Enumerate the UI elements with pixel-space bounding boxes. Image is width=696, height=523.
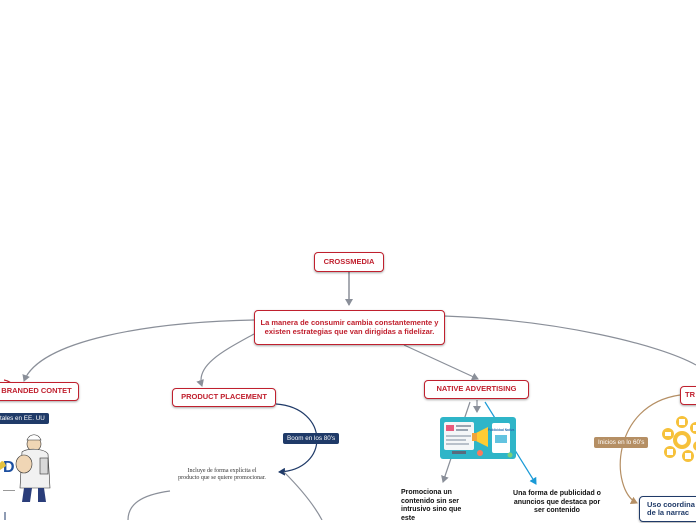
node-transmedia-label: TR [685,390,695,400]
popeye-letter: D [3,459,15,476]
tag-boom-80s-label: Boom en los 80's [287,435,336,442]
node-product-placement-label: PRODUCT PLACEMENT [181,392,267,402]
transmedia-icons-cluster [662,416,696,462]
node-branded-label: BRANDED CONTET [1,386,72,396]
tag-digitales-eeuu-label: tales en EE. UU [0,415,45,422]
link-central-branded [22,319,255,382]
branded-content-popeye-image: D [0,430,54,506]
text-una-forma: Una forma de publicidad o anuncios que d… [512,490,602,516]
link-central-transmedia [443,315,696,366]
tag-boom-80s[interactable]: Boom en los 80's [283,433,340,444]
node-central[interactable]: La manera de consumir cambia constanteme… [254,310,445,345]
tag-inicios-60s[interactable]: Inicios en lo 60's [594,437,649,448]
text-promociona-content: Promociona un contenido sin ser intrusiv… [401,489,462,522]
node-crossmedia[interactable]: CROSSMEDIA [314,252,384,272]
tag-digitales-eeuu[interactable]: tales en EE. UU [0,413,49,424]
node-native-advertising-label: NATIVE ADVERTISING [436,384,517,394]
link-central-native [403,344,479,381]
node-branded-content[interactable]: BRANDED CONTET [0,382,79,401]
link-central-product [196,333,255,387]
link-product-left [127,490,171,520]
link-product-right [283,471,323,520]
node-product-placement[interactable]: PRODUCT PLACEMENT [172,388,276,407]
node-uso-coordinado-label: Uso coordina de la narrac [647,499,695,517]
product-placement-description: Incluye de forma explícita el producto q… [178,468,266,483]
node-native-advertising[interactable]: NATIVE ADVERTISING [424,380,529,399]
node-central-label: La manera de consumir cambia constanteme… [260,318,439,336]
text-promociona: Promociona un contenido sin ser intrusiv… [401,489,467,523]
node-crossmedia-label: CROSSMEDIA [323,256,375,266]
node-transmedia[interactable]: TR [680,386,696,405]
publicidad-nativa-label: Publicidad Nativa [488,428,515,432]
native-advertising-illustration: Publicidad Nativa [440,417,516,459]
node-uso-coordinado[interactable]: Uso coordina de la narrac [639,496,696,522]
product-placement-description-text: Incluye de forma explícita el producto q… [178,468,266,482]
tag-inicios-60s-label: Inicios en lo 60's [598,439,645,446]
text-una-forma-content: Una forma de publicidad o anuncios que d… [513,490,601,514]
